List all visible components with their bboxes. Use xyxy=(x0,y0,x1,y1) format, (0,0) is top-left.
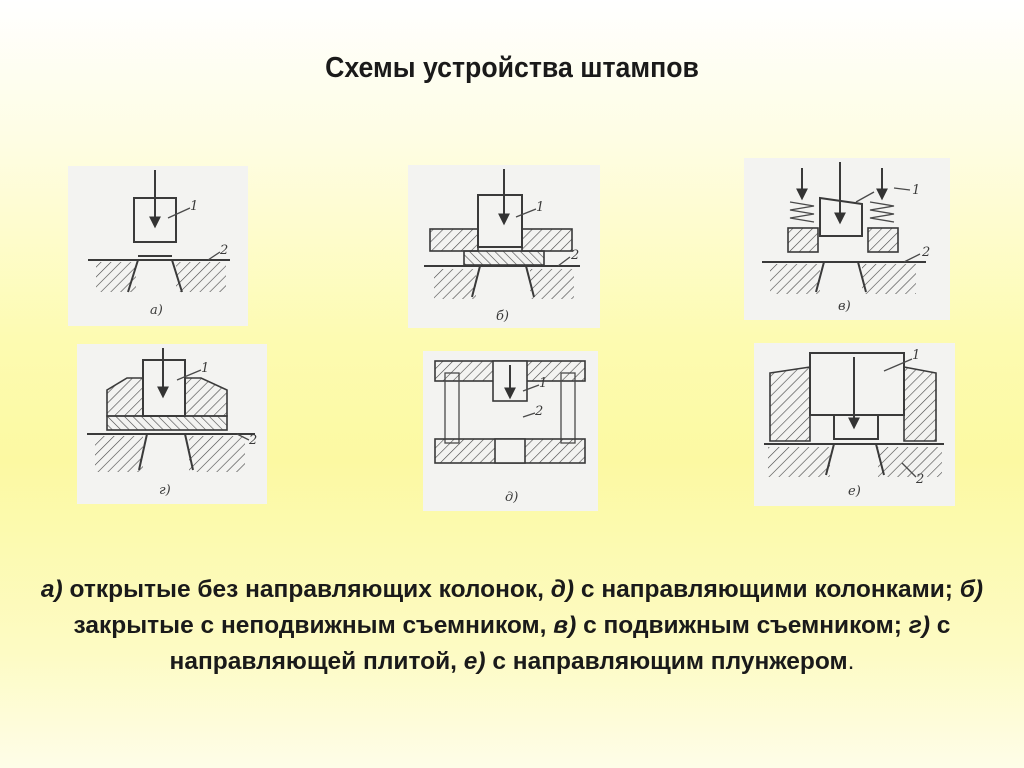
part-number-2: 2 xyxy=(570,248,579,263)
part-number-1: 1 xyxy=(912,348,920,363)
part-number-2: 2 xyxy=(915,472,924,487)
caption-text-d: с направляющими колонками; xyxy=(574,576,960,603)
caption-label-b: б) xyxy=(959,576,984,603)
diagram-letter: д) xyxy=(505,490,518,505)
caption-end: . xyxy=(847,648,855,675)
diagram-b-closed-die: 1 2 б) xyxy=(408,165,600,328)
diagram-g-drawing: 1 2 г) xyxy=(87,348,257,498)
diagram-e-drawing: 1 2 е) xyxy=(764,348,944,499)
caption-text-b: закрытые с неподвижным съемником, xyxy=(73,612,554,639)
diagram-letter: г) xyxy=(159,483,171,498)
caption-text-g: с направляющей плитой, xyxy=(169,612,951,675)
caption-label-e: е) xyxy=(463,648,486,675)
diagram-a-open-die: 1 2 а) xyxy=(68,166,248,326)
caption-text-a: открытые без направляющих колонок, xyxy=(62,576,551,603)
diagram-e-guide-plunger: 1 2 е) xyxy=(754,343,955,506)
caption-text-e: с направляющим плунжером xyxy=(485,648,848,675)
caption-text-v: с подвижным съемником; xyxy=(576,612,909,639)
part-number-2: 2 xyxy=(219,243,228,258)
caption-label-v: в) xyxy=(553,612,577,639)
diagram-d-guide-columns: 1 2 д) xyxy=(423,351,598,511)
caption-label-a: а) xyxy=(40,576,63,603)
diagram-b-drawing: 1 2 б) xyxy=(424,169,580,324)
diagram-a-drawing: 1 2 а) xyxy=(88,170,230,318)
diagram-v-movable-stripper: 1 2 в) xyxy=(744,158,950,320)
part-number-2: 2 xyxy=(248,433,257,448)
caption-text: а) открытые без направляющих колонок, д)… xyxy=(30,572,994,680)
part-number-2: 2 xyxy=(534,404,543,419)
slide-title: Схемы устройства штампов xyxy=(325,52,699,84)
caption-label-g: г) xyxy=(908,612,930,639)
part-number-2: 2 xyxy=(921,245,930,260)
part-number-1: 1 xyxy=(539,376,547,391)
caption-label-d: д) xyxy=(550,576,575,603)
diagram-letter: в) xyxy=(838,299,851,314)
part-number-1: 1 xyxy=(201,361,209,376)
diagram-letter: б) xyxy=(496,309,509,324)
diagram-letter: а) xyxy=(150,303,163,318)
diagram-letter: е) xyxy=(848,484,861,499)
part-number-1: 1 xyxy=(536,200,544,215)
diagram-g-guide-plate: 1 2 г) xyxy=(77,344,267,504)
diagram-d-drawing: 1 2 д) xyxy=(434,360,586,505)
part-number-1: 1 xyxy=(190,199,198,214)
part-number-1: 1 xyxy=(912,183,920,198)
diagram-v-drawing: 1 2 в) xyxy=(762,162,930,314)
